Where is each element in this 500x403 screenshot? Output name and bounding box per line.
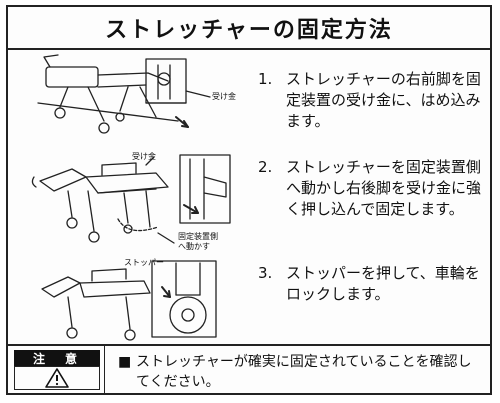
caution-text: ストレッチャーが確実に固定されていることを確認してください。 <box>136 354 472 390</box>
step-1: 1. ストレッチャーの右前脚を固定装置の受け金に、はめ込みます。 <box>258 69 490 132</box>
instruction-panel: ストレッチャーの固定方法 受け金 <box>6 5 492 395</box>
caution-bullet: ■ <box>118 354 132 370</box>
caution-message: ■ ストレッチャーが確実に固定されていることを確認してください。 <box>118 352 478 392</box>
fig2-label-bottom-1: 固定装置側 <box>178 231 218 241</box>
fig1-label: 受け金 <box>212 91 236 101</box>
fig2-label-bottom-2: へ動かす <box>178 242 210 251</box>
step-3: 3. ストッパーを押して、車輪をロックします。 <box>258 263 490 305</box>
step-2-text: ストレッチャーを固定装置側へ動かし右後脚を受け金に強く押し込んで固定します。 <box>286 158 482 218</box>
caution-label: 注 意 <box>14 350 100 366</box>
step-1-number: 1. <box>258 70 273 88</box>
step-3-number: 3. <box>258 264 273 282</box>
step-1-text: ストレッチャーの右前脚を固定装置の受け金に、はめ込みます。 <box>286 70 481 130</box>
fig2-label-top: 受け金 <box>132 151 156 161</box>
figure-step-1: 受け金 <box>37 54 236 134</box>
caution-section: 注 意 ■ ストレッチャーが確実に固定されていることを確認してください。 <box>8 344 490 395</box>
step-3-text: ストッパーを押して、車輪をロックします。 <box>286 264 480 303</box>
caution-divider <box>104 346 105 393</box>
page-title: ストレッチャーの固定方法 <box>8 7 490 50</box>
step-2-number: 2. <box>258 158 273 176</box>
figure-step-2: 受け金 固定装置側 へ動かす <box>31 151 231 251</box>
warning-triangle-icon <box>45 368 69 388</box>
step-2: 2. ストレッチャーを固定装置側へ動かし右後脚を受け金に強く押し込んで固定します… <box>258 157 490 220</box>
fig3-label: ストッパー <box>124 258 164 267</box>
caution-icon-box <box>14 366 100 390</box>
figure-step-3: ストッパー <box>41 258 217 341</box>
